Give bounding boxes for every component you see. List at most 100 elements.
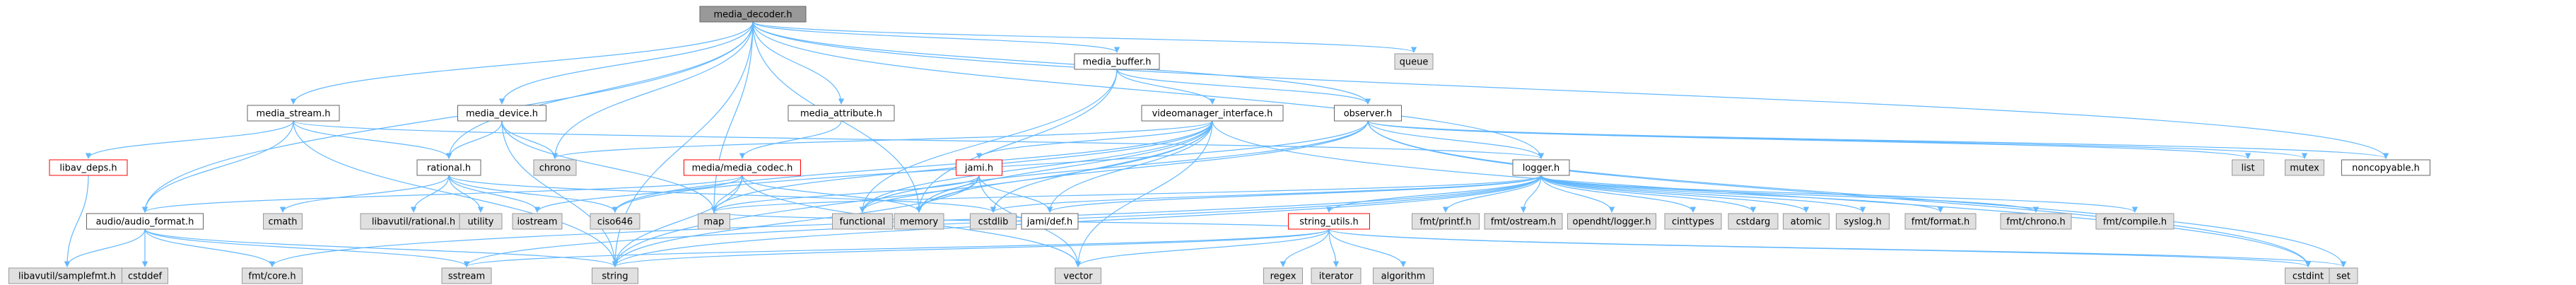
node-string[interactable]: string	[592, 267, 638, 284]
node-fmt-printf-h[interactable]: fmt/printf.h	[1412, 213, 1480, 230]
node-libavutil-samplefmt-h[interactable]: libavutil/samplefmt.h	[8, 267, 126, 284]
edge-logger_h-to-string_utils_h	[1325, 175, 1542, 213]
node-label: audio/audio_format.h	[96, 217, 194, 228]
edge-media_device_h-to-map	[501, 120, 718, 213]
node-box	[590, 213, 640, 230]
node-opendht-logger-h[interactable]: opendht/logger.h	[1567, 213, 1656, 230]
node-label: opendht/logger.h	[1572, 217, 1651, 228]
node-set[interactable]: set	[2329, 267, 2358, 284]
node-fmt-compile-h[interactable]: fmt/compile.h	[2095, 213, 2174, 230]
node-utility[interactable]: utility	[459, 213, 503, 230]
node-media-device-h[interactable]: media_device.h	[457, 105, 546, 122]
node-cstdlib[interactable]: cstdlib	[970, 213, 1017, 230]
node-logger-h[interactable]: logger.h	[1512, 159, 1570, 176]
node-ciso646[interactable]: ciso646	[590, 213, 640, 230]
node-cstddef[interactable]: cstddef	[122, 267, 168, 284]
edge-media_device_h-to-string	[501, 120, 619, 267]
edge-string_utils_h-to-sstream	[464, 228, 1330, 267]
node-box	[1373, 267, 1434, 284]
node-libavutil-rational-h[interactable]: libavutil/rational.h	[360, 213, 467, 230]
node-queue[interactable]: queue	[1394, 53, 1434, 70]
node-jami-h[interactable]: jami.h	[956, 159, 1002, 176]
node-audio-audio-format-h[interactable]: audio/audio_format.h	[86, 213, 204, 230]
edge-observer_h-to-mutex	[1367, 120, 2307, 159]
edge-audio_audio_format_h-to-sstream	[144, 228, 470, 267]
node-cstdint[interactable]: cstdint	[2285, 267, 2331, 284]
node-regex[interactable]: regex	[1263, 267, 1303, 284]
node-mutex[interactable]: mutex	[2285, 159, 2324, 176]
edge-media_decoder_h-to-audio_audio_format_h	[141, 21, 754, 213]
node-atomic[interactable]: atomic	[1783, 213, 1829, 230]
edge-media_buffer_h-to-observer_h	[1116, 69, 1371, 105]
node-rational-h[interactable]: rational.h	[416, 159, 481, 176]
node-box	[1783, 213, 1829, 230]
node-videomanager-interface-h[interactable]: videomanager_interface.h	[1141, 105, 1284, 122]
node-jami-def-h[interactable]: jami/def.h	[1021, 213, 1079, 230]
node-box	[832, 213, 893, 230]
node-label: utility	[468, 217, 494, 228]
edge-media_buffer_h-to-videomanager_interface_h	[1116, 69, 1216, 105]
node-noncopyable-h[interactable]: noncopyable.h	[2341, 159, 2430, 176]
node-box	[2095, 213, 2174, 230]
node-label: syslog.h	[1844, 217, 1881, 228]
edge-string_utils_h-to-algorithm	[1328, 228, 1407, 267]
node-box	[1728, 213, 1779, 230]
node-list[interactable]: list	[2232, 159, 2264, 176]
node-chrono[interactable]: chrono	[533, 159, 577, 176]
node-media-decoder-h[interactable]: media_decoder.h	[699, 6, 807, 23]
node-fmt-core-h[interactable]: fmt/core.h	[242, 267, 303, 284]
node-cinttypes[interactable]: cinttypes	[1664, 213, 1722, 230]
node-label: rational.h	[427, 163, 471, 174]
edge-media_decoder_h-to-queue	[752, 21, 1417, 53]
node-label: fmt/printf.h	[1419, 217, 1471, 228]
node-label: mutex	[2290, 163, 2319, 174]
node-sstream[interactable]: sstream	[441, 267, 492, 284]
node-box	[1567, 213, 1656, 230]
edge-media_stream_h-to-rational_h	[293, 120, 452, 159]
node-box	[1334, 105, 1402, 122]
edge-videomanager_interface_h-to-jami_h	[976, 120, 1213, 159]
edge-logger_h-to-opendht_logger_h	[1540, 175, 1615, 213]
node-box	[1904, 213, 1977, 230]
node-box	[1141, 105, 1284, 122]
node-functional[interactable]: functional	[832, 213, 893, 230]
node-string-utils-h[interactable]: string_utils.h	[1288, 213, 1370, 230]
node-media-buffer-h[interactable]: media_buffer.h	[1074, 53, 1160, 70]
node-label: media_buffer.h	[1083, 57, 1152, 68]
node-fmt-chrono-h[interactable]: fmt/chrono.h	[2000, 213, 2072, 230]
edge-logger_h-to-fmt_chrono_h	[1540, 175, 2039, 213]
node-label: libav_deps.h	[59, 163, 117, 174]
edge-libav_deps_h-to-libavutil_samplefmt_h	[64, 175, 89, 267]
edge-media_decoder_h-to-map	[710, 21, 754, 213]
node-iterator[interactable]: iterator	[1311, 267, 1362, 284]
node-media-attribute-h[interactable]: media_attribute.h	[788, 105, 895, 122]
node-fmt-format-h[interactable]: fmt/format.h	[1904, 213, 1977, 230]
node-label: cinttypes	[1672, 217, 1714, 228]
node-iostream[interactable]: iostream	[512, 213, 563, 230]
node-cmath[interactable]: cmath	[263, 213, 303, 230]
node-memory[interactable]: memory	[894, 213, 944, 230]
node-libav-deps-h[interactable]: libav_deps.h	[49, 159, 128, 176]
edge-media_decoder_h-to-media_device_h	[498, 21, 754, 105]
edge-media_decoder_h-to-media_buffer_h	[752, 21, 1120, 53]
node-box	[1021, 213, 1079, 230]
edge-rational_h-to-iostream	[448, 175, 541, 213]
node-observer-h[interactable]: observer.h	[1334, 105, 1402, 122]
edge-audio_audio_format_h-to-libavutil_samplefmt_h	[64, 228, 146, 267]
node-syslog-h[interactable]: syslog.h	[1836, 213, 1890, 230]
node-label: string	[602, 272, 628, 282]
node-media-media-codec-h[interactable]: media/media_codec.h	[684, 159, 801, 176]
edge-rational_h-to-cmath	[279, 175, 450, 213]
node-box	[684, 159, 801, 176]
node-label: set	[2336, 272, 2350, 282]
node-fmt-ostream-h[interactable]: fmt/ostream.h	[1484, 213, 1563, 230]
node-cstdarg[interactable]: cstdarg	[1728, 213, 1779, 230]
node-algorithm[interactable]: algorithm	[1373, 267, 1434, 284]
edge-videomanager_interface_h-to-functional	[859, 120, 1213, 213]
node-map[interactable]: map	[698, 213, 730, 230]
node-vector[interactable]: vector	[1055, 267, 1101, 284]
node-media-stream-h[interactable]: media_stream.h	[247, 105, 340, 122]
node-label: chrono	[539, 163, 571, 174]
node-label: media_attribute.h	[800, 109, 882, 120]
